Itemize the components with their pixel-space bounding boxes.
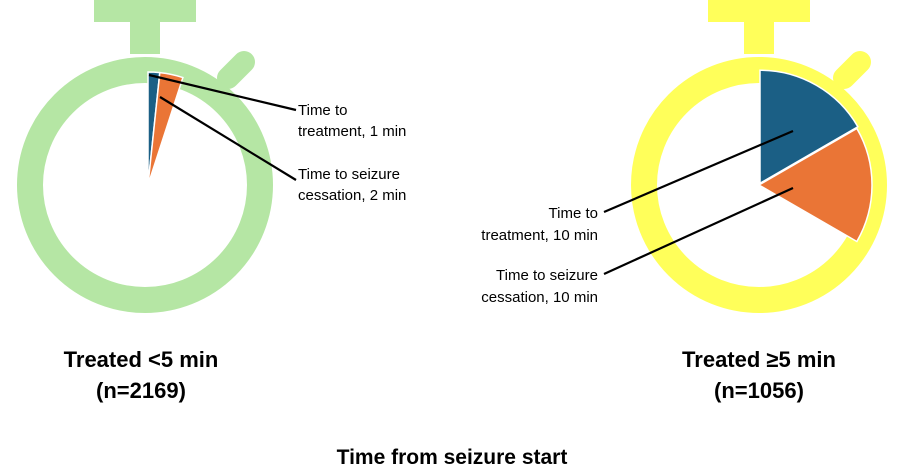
stopwatch-crown [708, 0, 810, 22]
stopwatch-treated-lt5: Time to treatment, 1 min Time to seizure… [17, 0, 406, 403]
group-title: Treated <5 min [64, 347, 219, 372]
label-cessation-line1: Time to seizure [496, 267, 598, 284]
leader-line-treatment [603, 129, 794, 214]
pie-slice-time-to-treatment [759, 69, 859, 185]
label-treatment-line1: Time to [549, 205, 598, 222]
label-cessation-line1: Time to seizure [298, 166, 400, 183]
pie-slice-time-to-seizure-cessation [147, 71, 184, 186]
leader-line-cessation [603, 186, 794, 276]
stopwatch-stem [744, 18, 774, 54]
label-treatment-line2: treatment, 1 min [298, 123, 406, 140]
label-treatment-line1: Time to [298, 102, 347, 119]
stopwatch-ring [17, 57, 273, 313]
stopwatch-treated-ge5: Time to treatment, 10 min Time to seizur… [481, 0, 887, 403]
group-sample-size: (n=2169) [96, 378, 186, 403]
footer-axis-label: Time from seizure start [337, 446, 568, 467]
group-title: Treated ≥5 min [682, 347, 836, 372]
pie-slice-time-to-seizure-cessation [757, 127, 873, 243]
label-cessation-line2: cessation, 2 min [298, 187, 406, 204]
stopwatch-side-button [833, 51, 871, 89]
stopwatch-stem [130, 18, 160, 54]
group-sample-size: (n=1056) [714, 378, 804, 403]
label-cessation-line2: cessation, 10 min [481, 289, 598, 306]
stopwatch-crown [94, 0, 196, 22]
stopwatch-ring [631, 57, 887, 313]
stopwatch-side-button [217, 51, 255, 89]
leader-line-cessation [159, 96, 297, 181]
label-treatment-line2: treatment, 10 min [481, 227, 598, 244]
leader-line-treatment [148, 73, 297, 112]
